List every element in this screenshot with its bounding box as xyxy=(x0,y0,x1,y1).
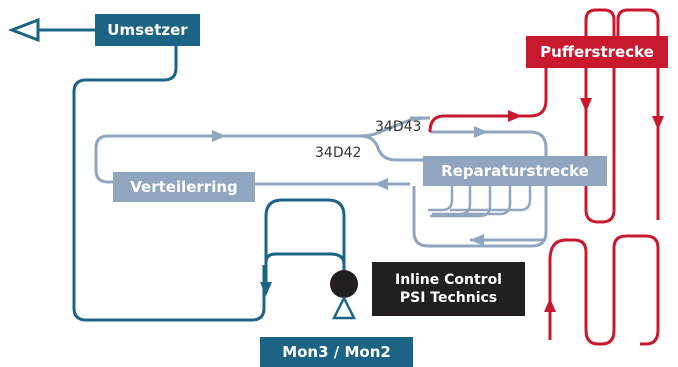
buffer-up-arrow-icon xyxy=(544,298,556,312)
lower-return-arrow-icon xyxy=(470,234,484,246)
track-34d43-red xyxy=(428,68,548,133)
mon-loop-arrow-icon xyxy=(260,282,272,296)
ring-to-repair xyxy=(359,134,423,162)
return-arrow-icon xyxy=(374,178,388,190)
buffer-serpentine-lower xyxy=(548,234,660,346)
outlet-arrow-icon xyxy=(7,17,40,43)
mon-loop-inner xyxy=(264,198,346,290)
buffer-serpentine-upper xyxy=(584,8,660,224)
track-label-34d42: 34D42 xyxy=(315,145,362,161)
pufferstrecke-label: Pufferstrecke xyxy=(540,43,654,61)
verteilerring-loop xyxy=(94,116,431,184)
inline-control-box: Inline Control PSI Technics xyxy=(372,262,525,316)
inline-control-line1: Inline Control xyxy=(395,272,502,288)
red-arrow-34d43-icon xyxy=(508,110,522,122)
umsetzer-return-line xyxy=(72,46,266,322)
ring-top-arrow-icon xyxy=(212,130,226,142)
ring-to-34d43 xyxy=(412,130,548,248)
umsetzer-label: Umsetzer xyxy=(107,21,188,39)
verteilerring-box: Verteilerring xyxy=(113,172,255,202)
reparaturstrecke-box: Reparaturstrecke xyxy=(423,156,607,186)
mon-box: Mon3 / Mon2 xyxy=(260,337,413,367)
inspection-triangle-icon xyxy=(331,295,357,320)
inspection-station-icon xyxy=(330,270,358,298)
umsetzer-box: Umsetzer xyxy=(95,14,200,46)
buffer-down-arrow-right-icon xyxy=(652,116,664,130)
ring-mid-arrow-icon xyxy=(474,126,488,138)
repair-output-loops xyxy=(428,186,532,218)
pufferstrecke-box: Pufferstrecke xyxy=(526,36,668,68)
verteilerring-label: Verteilerring xyxy=(130,178,238,196)
inline-control-line2: PSI Technics xyxy=(399,290,498,306)
mon-label: Mon3 / Mon2 xyxy=(282,343,391,361)
reparaturstrecke-label: Reparaturstrecke xyxy=(441,162,589,180)
mon-loop-outer xyxy=(264,252,346,265)
track-label-34d43: 34D43 xyxy=(375,119,422,135)
buffer-down-arrow-icon xyxy=(580,98,592,112)
